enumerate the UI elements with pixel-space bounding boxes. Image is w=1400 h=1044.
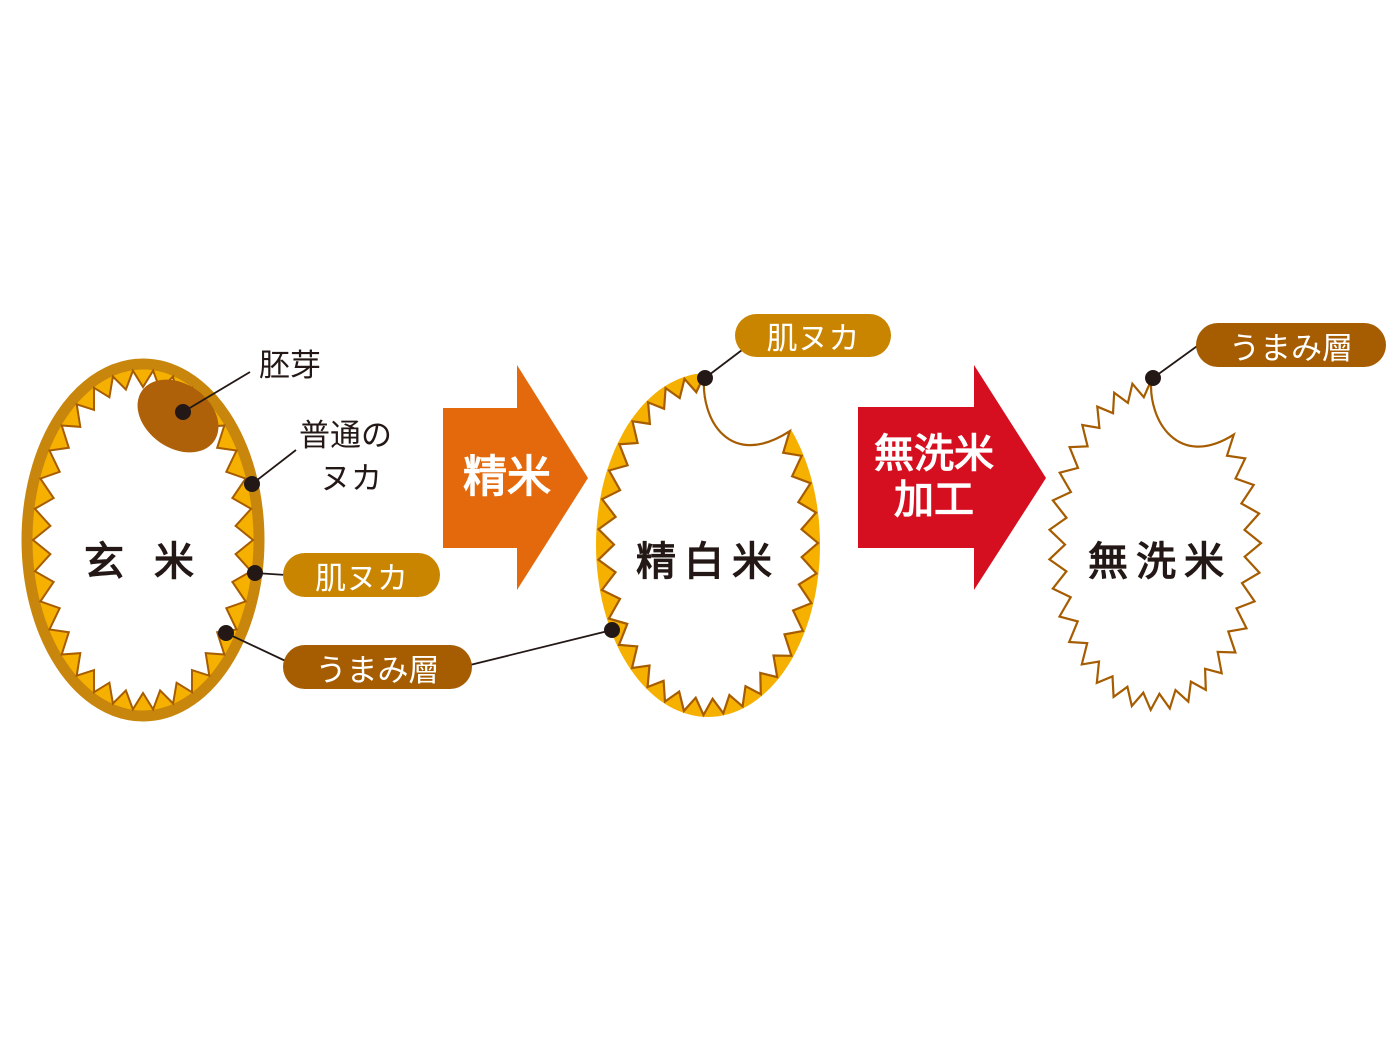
washfree-arrow-line2: 加工 bbox=[894, 477, 974, 523]
milled-rice-grain bbox=[596, 373, 820, 718]
washfree-arrow-line1: 無洗米 bbox=[874, 431, 994, 477]
milled-rice-label: 精白米 bbox=[636, 539, 780, 585]
washfree-arrow-label: 無洗米 加工 bbox=[874, 431, 994, 523]
normal-bran-label-1: 普通の bbox=[299, 418, 392, 454]
normal-bran-label-2: ヌカ bbox=[320, 461, 382, 497]
brown-rice-grain bbox=[21, 358, 265, 722]
polish-arrow-label: 精米 bbox=[463, 451, 551, 503]
skin-bran-pill: 肌ヌカ bbox=[283, 553, 440, 597]
skin-bran-top-pill: 肌ヌカ bbox=[735, 314, 891, 357]
washfree-rice-zigzag bbox=[1047, 379, 1263, 713]
brown-rice-label: 玄 米 bbox=[84, 539, 202, 585]
umami-layer-right-pill: うまみ層 bbox=[1196, 323, 1386, 367]
germ-label: 胚芽 bbox=[259, 348, 321, 384]
umami-layer-pill: うまみ層 bbox=[283, 645, 472, 689]
leader-dots bbox=[175, 370, 1161, 641]
washfree-process-arrow bbox=[858, 365, 1046, 590]
polish-arrow bbox=[443, 365, 588, 590]
washfree-rice-grain bbox=[1047, 379, 1263, 713]
washfree-rice-label: 無洗米 bbox=[1088, 539, 1232, 585]
milled-rice-zigzag bbox=[596, 374, 820, 718]
